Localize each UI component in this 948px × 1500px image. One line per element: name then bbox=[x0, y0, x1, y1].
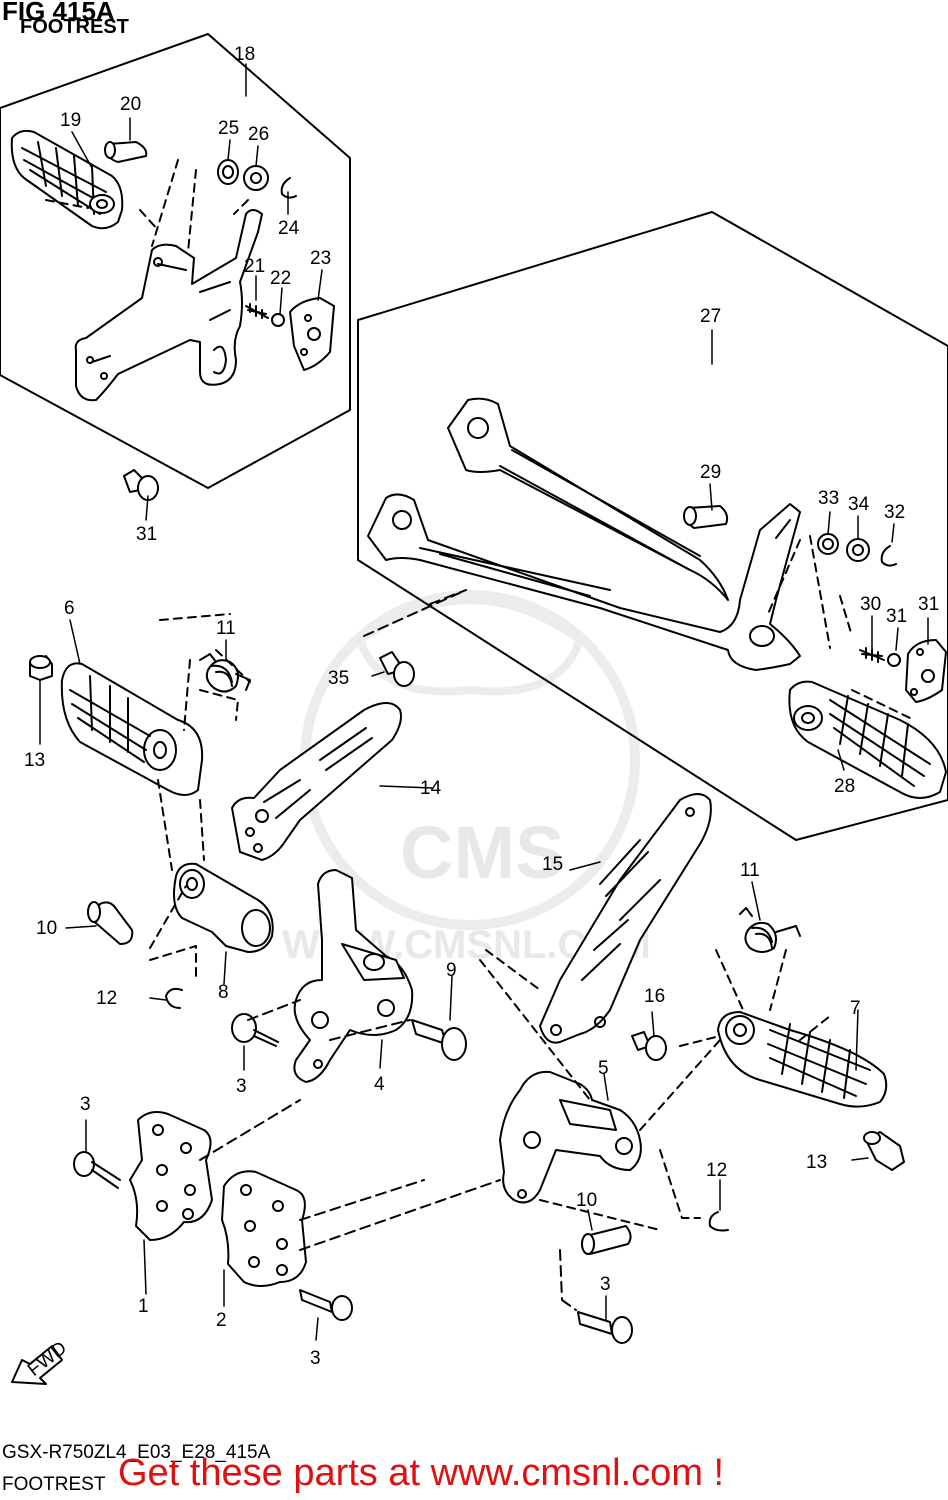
callout-34: 34 bbox=[848, 494, 870, 515]
callout-2: 2 bbox=[216, 1310, 227, 1331]
part-29-spring bbox=[859, 647, 885, 663]
part-3-bolt-a bbox=[231, 1013, 279, 1047]
callout-19: 20 bbox=[120, 94, 141, 115]
callout-5: 5 bbox=[598, 1058, 609, 1079]
part-7-footpeg bbox=[717, 1011, 888, 1108]
callout-24: 25 bbox=[218, 118, 239, 139]
part-13-bolt-right bbox=[863, 1131, 905, 1171]
callout-9: 9 bbox=[446, 960, 457, 981]
part-18-footpeg bbox=[10, 129, 124, 230]
part-6-footpeg bbox=[60, 662, 204, 796]
watermark-brand: CMS bbox=[400, 811, 564, 894]
part-11-spring-right bbox=[739, 907, 801, 953]
part-2-plate bbox=[221, 1170, 307, 1287]
part-17-rear-bracket bbox=[74, 209, 263, 402]
callout-35: 35 bbox=[328, 668, 349, 689]
callout-28: 29 bbox=[700, 462, 721, 483]
callout-13: 13 bbox=[24, 750, 45, 771]
part-20-spring bbox=[245, 303, 269, 319]
part-10-pin-left bbox=[87, 901, 134, 945]
callout-1: 1 bbox=[138, 1296, 149, 1317]
callout-21: 22 bbox=[270, 268, 291, 289]
part-35-bolt bbox=[379, 651, 415, 687]
callout-31: 31 bbox=[136, 524, 157, 545]
part-10-pin-right bbox=[581, 1225, 632, 1255]
callout-33: 33 bbox=[818, 488, 839, 509]
callout-26: 27 bbox=[700, 306, 721, 327]
part-28-pin bbox=[683, 505, 729, 529]
callout-22: 23 bbox=[310, 248, 331, 269]
part-19-pin bbox=[104, 141, 148, 163]
part-34-washer bbox=[846, 538, 870, 562]
part-4-footrest-bracket bbox=[293, 869, 414, 1083]
callout-25: 26 bbox=[248, 124, 269, 145]
callout-3d: 3 bbox=[600, 1274, 611, 1295]
callout-20: 21 bbox=[244, 256, 265, 277]
fwd-arrow bbox=[11, 1345, 63, 1385]
callout-10: 10 bbox=[36, 918, 57, 939]
callout-16: 16 bbox=[644, 986, 665, 1007]
callout-31b: 31 bbox=[918, 594, 939, 615]
callout-11b: 11 bbox=[740, 860, 760, 881]
callout-13b: 13 bbox=[806, 1152, 827, 1173]
callout-32: 32 bbox=[884, 502, 905, 523]
callout-labels: 18 20 19 25 26 24 21 22 23 31 27 29 33 3… bbox=[24, 44, 939, 1381]
part-32-clip bbox=[880, 545, 897, 567]
callout-3b: 3 bbox=[80, 1094, 91, 1115]
part-3-bolt-d bbox=[577, 1311, 633, 1344]
callout-11: 11 bbox=[216, 618, 236, 639]
part-5-footrest-bracket bbox=[499, 1070, 642, 1204]
callout-23: 24 bbox=[278, 218, 300, 239]
part-16-bolt bbox=[631, 1031, 667, 1061]
figure-code: FIG 415A bbox=[2, 0, 115, 26]
part-21-ball bbox=[271, 313, 285, 327]
part-13-bolt-left bbox=[29, 655, 53, 681]
part-25-washer bbox=[243, 165, 269, 191]
assembly-box-26 bbox=[357, 211, 948, 841]
footer-title: FOOTREST bbox=[2, 1474, 106, 1495]
callout-6: 6 bbox=[64, 598, 75, 619]
part-3-bolt-b bbox=[73, 1151, 121, 1189]
part-9-bolt bbox=[411, 1019, 467, 1061]
callout-3c: 3 bbox=[310, 1348, 321, 1369]
callout-12b: 12 bbox=[706, 1160, 727, 1181]
callout-30: 31 bbox=[886, 606, 907, 627]
part-11-spring-left bbox=[199, 653, 251, 693]
part-14-heel-plate bbox=[231, 702, 402, 861]
part-22-plate bbox=[289, 297, 335, 371]
callout-12: 12 bbox=[96, 988, 117, 1009]
assembly-box-17 bbox=[0, 33, 351, 489]
promo-link[interactable]: Get these parts at www.cmsnl.com ! bbox=[118, 1452, 725, 1494]
part-26-rear-hanger bbox=[367, 397, 801, 671]
callout-3a: 3 bbox=[236, 1076, 247, 1097]
part-15-heel-plate bbox=[539, 793, 712, 1044]
model-code: GSX-R750ZL4_E03_E28_415A bbox=[2, 1442, 271, 1463]
part-33-washer bbox=[817, 533, 839, 555]
part-24-washer bbox=[217, 159, 239, 185]
part-31-bolt bbox=[123, 469, 159, 501]
part-12-clip-left bbox=[165, 987, 183, 1009]
callout-27: 28 bbox=[834, 776, 855, 797]
part-30-ball bbox=[887, 653, 901, 667]
part-3-bolt-c bbox=[299, 1289, 353, 1321]
callout-29: 30 bbox=[860, 594, 881, 615]
part-23-clip bbox=[280, 177, 297, 199]
callout-4: 4 bbox=[374, 1074, 385, 1095]
callout-10b: 10 bbox=[576, 1190, 597, 1211]
part-1-plate bbox=[129, 1111, 213, 1241]
part-27-footpeg bbox=[788, 680, 947, 799]
callout-17: 18 bbox=[234, 44, 255, 65]
callout-14: 14 bbox=[420, 778, 442, 799]
part-8-pivot bbox=[173, 862, 274, 953]
callout-18: 19 bbox=[60, 110, 81, 131]
callout-8: 8 bbox=[218, 982, 229, 1003]
figure-title: FOOTREST bbox=[20, 16, 129, 38]
callout-7: 7 bbox=[850, 998, 861, 1019]
part-12-clip-right bbox=[708, 1211, 729, 1232]
callout-15: 15 bbox=[542, 854, 563, 875]
fwd-label: FWD bbox=[24, 1338, 71, 1381]
